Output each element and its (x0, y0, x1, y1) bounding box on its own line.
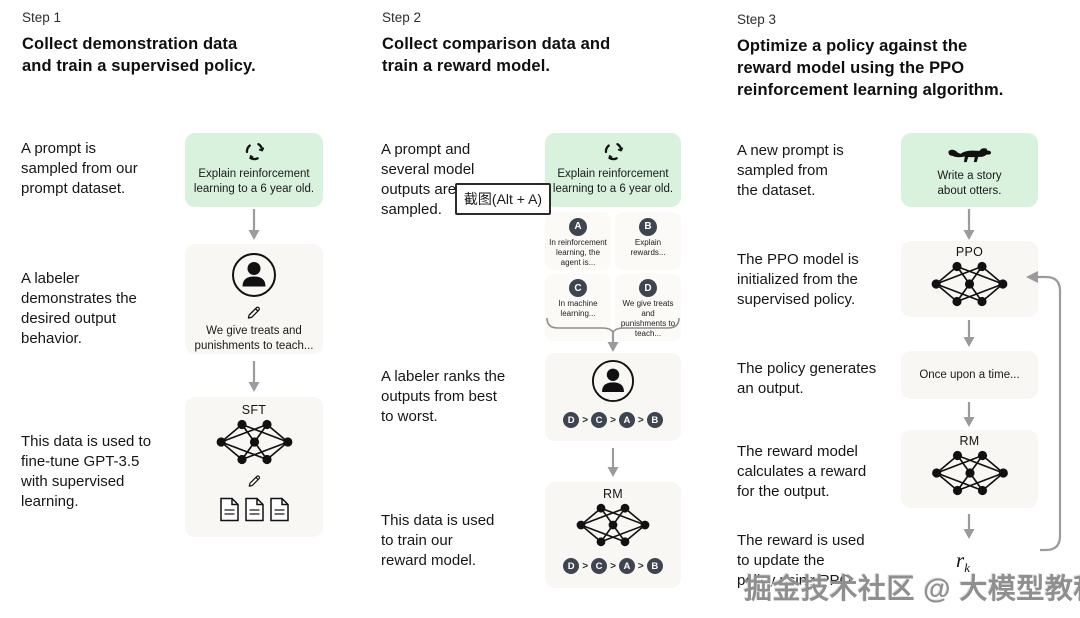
refresh-icon (244, 141, 265, 162)
rm-label: RM (959, 434, 980, 448)
step-1-title: Collect demonstration data and train a s… (22, 35, 256, 75)
prompt-card-text: Write a story about otters. (937, 170, 1002, 197)
step-3-caption-update: The reward is used to update the policy … (737, 532, 865, 590)
letter-badge: C (569, 279, 587, 297)
output-text: In machine learning... (558, 299, 598, 318)
policy-output-card: Once upon a time... (901, 351, 1038, 399)
labeler-card-text: We give treats and punishments to teach.… (194, 325, 314, 352)
step-2-caption-train: This data is used to train our reward mo… (381, 512, 495, 570)
down-arrow-icon (962, 402, 976, 433)
prompt-card: Explain reinforcement learning to a 6 ye… (545, 133, 681, 207)
neural-network-icon (922, 259, 1017, 309)
step-2-title: Collect comparison data and train a rewa… (382, 35, 611, 75)
ranking-labeler-card: D > C > A > B (545, 353, 681, 441)
output-card-d: D We give treats and punishments to teac… (615, 273, 681, 341)
step-3-caption-ppo: The PPO model is initialized from the su… (737, 251, 859, 309)
rm-model-card: RM D > (545, 482, 681, 588)
neural-network-icon (569, 501, 657, 549)
otter-icon (947, 143, 993, 164)
gt-separator: > (637, 414, 644, 426)
reward-symbol: rk (956, 548, 970, 576)
rm-label: RM (602, 487, 624, 501)
labeler-card: We give treats and punishments to teach.… (185, 244, 323, 354)
model-outputs-grid: A In reinforcement learning, the agent i… (545, 212, 681, 341)
step-1-caption-finetune: This data is used to fine-tune GPT-3.5 w… (21, 433, 152, 511)
down-arrow-icon (247, 361, 261, 398)
step-2-caption-prompt: A prompt and several model outputs are s… (381, 141, 475, 219)
letter-badge: A (569, 217, 587, 236)
rank-badge: D (563, 412, 580, 428)
reward-subscript-k: k (964, 560, 970, 576)
step-3-title: Optimize a policy against the reward mod… (737, 37, 1004, 99)
output-card-a: A In reinforcement learning, the agent i… (545, 212, 611, 270)
rank-badge: C (591, 412, 608, 428)
refresh-icon (603, 141, 624, 162)
rank-badge: A (618, 412, 635, 428)
gt-separator: > (610, 414, 616, 426)
sft-label: SFT (241, 403, 267, 417)
down-arrow-icon (606, 448, 620, 483)
letter-badge: B (639, 217, 657, 236)
ppo-model-card: PPO (901, 241, 1038, 317)
document-icon (269, 497, 290, 522)
ranking-row: D > C > A > B (545, 558, 681, 574)
output-text: In reinforcement learning, the agent is.… (549, 237, 607, 267)
step-1-caption-prompt: A prompt is sampled from our prompt data… (21, 140, 138, 198)
screenshot-tooltip: 截图(Alt + A) (455, 183, 551, 215)
output-card-c: C In machine learning... (545, 273, 611, 341)
gt-separator: > (610, 560, 616, 572)
step-1-caption-labeler: A labeler demonstrates the desired outpu… (21, 270, 137, 348)
prompt-card-text: Explain reinforcement learning to a 6 ye… (193, 168, 315, 195)
output-text: Explain rewards... (630, 237, 666, 257)
down-arrow-icon (247, 209, 261, 246)
rank-badge: C (591, 558, 608, 574)
step-3-caption-reward: The reward model calculates a reward for… (737, 443, 867, 501)
rank-badge: A (618, 558, 635, 574)
step-3-label: Step 3 (737, 12, 777, 27)
step-2-label: Step 2 (382, 10, 422, 25)
neural-network-icon (924, 448, 1016, 498)
step-1-label: Step 1 (22, 10, 62, 25)
sft-model-card: SFT (185, 397, 323, 537)
pencil-icon (247, 472, 262, 487)
person-icon (231, 252, 277, 298)
rank-badge: B (646, 558, 663, 574)
letter-badge: D (639, 279, 657, 297)
down-arrow-icon (962, 514, 976, 545)
watermark: 掘金技术社区 @ 大模型教程 (744, 573, 1080, 604)
down-arrow-icon (962, 209, 976, 246)
document-icon (244, 497, 265, 522)
gt-separator: > (582, 560, 589, 572)
rm-model-card: RM (901, 430, 1038, 508)
feedback-loop-arrow-icon (1016, 266, 1068, 567)
prompt-card-text: Explain reinforcement learning to a 6 ye… (552, 168, 674, 195)
step-2-caption-ranks: A labeler ranks the outputs from best to… (381, 368, 506, 426)
ranking-row: D > C > A > B (545, 412, 681, 428)
step-3-caption-output: The policy generates an output. (737, 360, 877, 398)
down-arrow-icon (606, 332, 620, 358)
person-icon (591, 359, 635, 403)
down-arrow-icon (962, 320, 976, 353)
rank-badge: B (646, 412, 663, 428)
reward-r: r (956, 548, 965, 572)
pencil-icon (246, 303, 262, 319)
output-text: We give treats and punishments to teach.… (620, 299, 676, 338)
documents-row (185, 497, 323, 522)
gt-separator: > (637, 560, 644, 572)
document-icon (219, 497, 240, 522)
prompt-card: Write a story about otters. (901, 133, 1038, 207)
output-card-b: B Explain rewards... (615, 212, 681, 270)
step-3-caption-prompt: A new prompt is sampled from the dataset… (737, 142, 844, 200)
prompt-card: Explain reinforcement learning to a 6 ye… (185, 133, 323, 207)
rank-badge: D (563, 558, 580, 574)
ppo-label: PPO (955, 245, 984, 259)
gt-separator: > (582, 414, 589, 426)
policy-output-text: Once upon a time... (919, 368, 1020, 381)
neural-network-icon (207, 417, 302, 467)
